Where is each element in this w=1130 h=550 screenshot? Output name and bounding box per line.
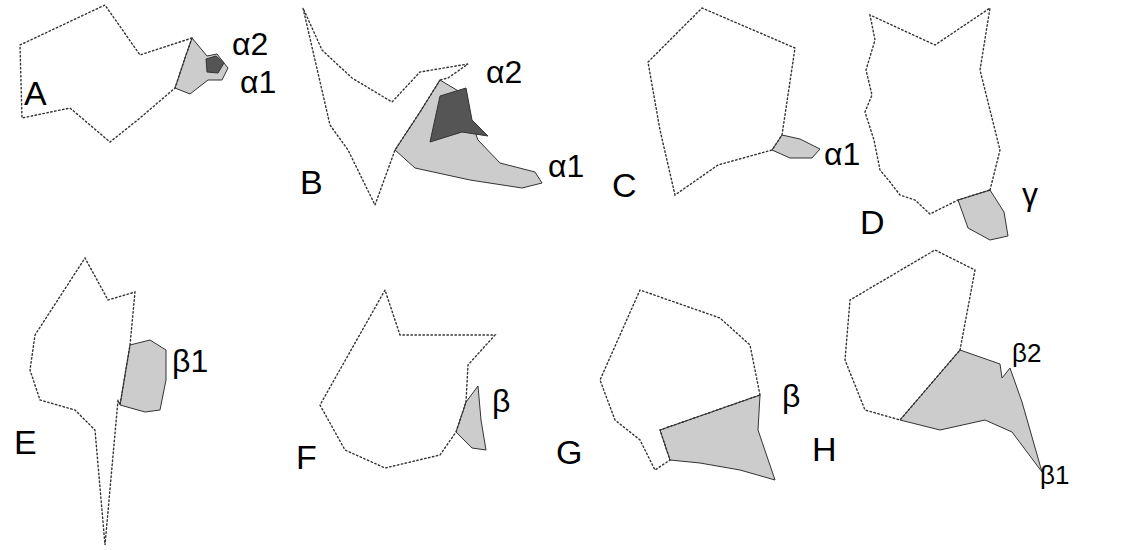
panel-letter: H — [812, 432, 837, 466]
panel-letter: E — [14, 425, 37, 459]
panel-f-figure — [320, 290, 495, 468]
process-label: β1 — [172, 345, 208, 377]
bone-outline — [303, 8, 468, 205]
panel-letter: A — [24, 76, 47, 110]
process-label: α2 — [486, 56, 522, 88]
process-shading — [456, 386, 486, 450]
process-label: β1 — [1040, 462, 1069, 488]
process-shading — [395, 80, 542, 188]
panel-letter: B — [300, 165, 323, 199]
panel-h-figure — [845, 250, 1042, 472]
bone-outline — [865, 8, 1000, 214]
panel-letter: D — [860, 205, 885, 239]
panel-b-figure — [303, 8, 542, 205]
process-label: α1 — [548, 150, 584, 182]
panel-letter: C — [612, 168, 637, 202]
panel-c-figure — [648, 8, 820, 195]
process-shading — [660, 395, 775, 480]
bone-outline — [845, 250, 975, 420]
process-shading — [900, 350, 1042, 472]
panel-g-figure — [600, 290, 775, 480]
panel-d-figure — [865, 8, 1008, 240]
process-shading — [772, 135, 820, 158]
process-label: γ — [1022, 178, 1038, 210]
bone-outline — [30, 258, 135, 545]
panel-letter: G — [556, 435, 582, 469]
bone-outline — [600, 290, 760, 470]
process-label: α2 — [232, 28, 268, 60]
process-label: α1 — [824, 138, 860, 170]
process-label: β2 — [1012, 340, 1041, 366]
panel-a-figure — [20, 5, 228, 142]
process-label: β — [782, 380, 800, 412]
panel-e-figure — [30, 258, 166, 545]
process-label: α1 — [240, 66, 276, 98]
process-dark — [206, 56, 224, 73]
bone-outline — [20, 5, 192, 142]
process-label: β — [492, 385, 510, 417]
process-shading — [120, 340, 166, 412]
bone-outline — [320, 290, 495, 468]
bone-outline — [648, 8, 795, 195]
process-dark — [430, 88, 488, 142]
panel-letter: F — [296, 440, 317, 474]
